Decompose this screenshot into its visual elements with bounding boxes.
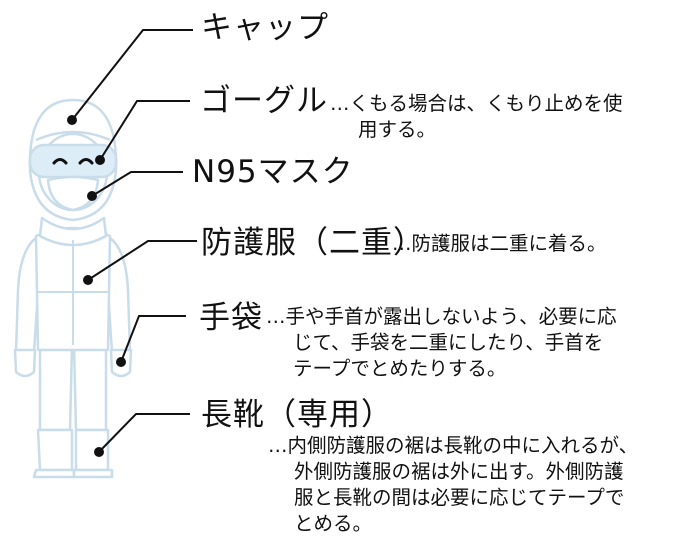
note-gloves-line-3: テープでとめたりする。 xyxy=(293,357,507,380)
label-goggles: ゴーグル xyxy=(200,83,328,119)
leader-dots xyxy=(67,115,126,457)
left-arm xyxy=(14,236,40,354)
note-boots-line-4: とめる。 xyxy=(294,512,373,535)
label-boots: 長靴（専用） xyxy=(201,397,393,433)
leader-boots xyxy=(98,413,190,453)
leader-mask xyxy=(91,171,183,197)
note-goggles-line-1: …くもる場合は、くもり止めを使 xyxy=(330,92,623,115)
leader-gloves xyxy=(120,315,186,363)
dot-goggles xyxy=(95,155,105,165)
note-boots-line-2: 外側防護服の裾は外に出す。外側防護 xyxy=(294,460,624,483)
left-boot-sole xyxy=(32,468,76,479)
dot-gloves xyxy=(116,357,126,367)
eye-right xyxy=(78,158,94,165)
dot-boots xyxy=(94,447,104,457)
leader-cap xyxy=(71,29,193,121)
dot-cap xyxy=(67,115,77,125)
dot-gown xyxy=(83,275,93,285)
note-boots-line-3: 服と長靴の間は必要に応じてテープで xyxy=(294,486,625,509)
leader-lines xyxy=(71,29,197,453)
label-cap: キャップ xyxy=(201,10,329,46)
label-gown: 防護服（二重） xyxy=(201,225,425,261)
leader-gown xyxy=(87,240,197,281)
eye-left xyxy=(52,158,68,165)
collar xyxy=(38,216,108,247)
right-boot-sole xyxy=(72,468,114,479)
left-boot xyxy=(36,428,74,472)
note-gloves-line-1: …手や手首が露出しないよう、必要に応 xyxy=(266,305,617,328)
note-gloves-line-2: じて、手袋を二重にしたり、手首を xyxy=(293,331,604,354)
note-goggles-line-2: 用する。 xyxy=(358,118,437,141)
right-leg xyxy=(72,343,108,432)
label-gloves: 手袋 xyxy=(199,300,263,336)
note-boots-line-1: …内側防護服の裾は長靴の中に入れるが、 xyxy=(268,434,639,457)
left-leg xyxy=(38,343,74,432)
label-mask: N95マスク xyxy=(192,154,354,190)
cap-band xyxy=(35,130,111,142)
dot-mask xyxy=(87,191,97,201)
note-gown-line-1: …防護服は二重に着る。 xyxy=(392,232,607,255)
leader-goggles xyxy=(99,100,190,161)
left-glove xyxy=(13,348,37,378)
